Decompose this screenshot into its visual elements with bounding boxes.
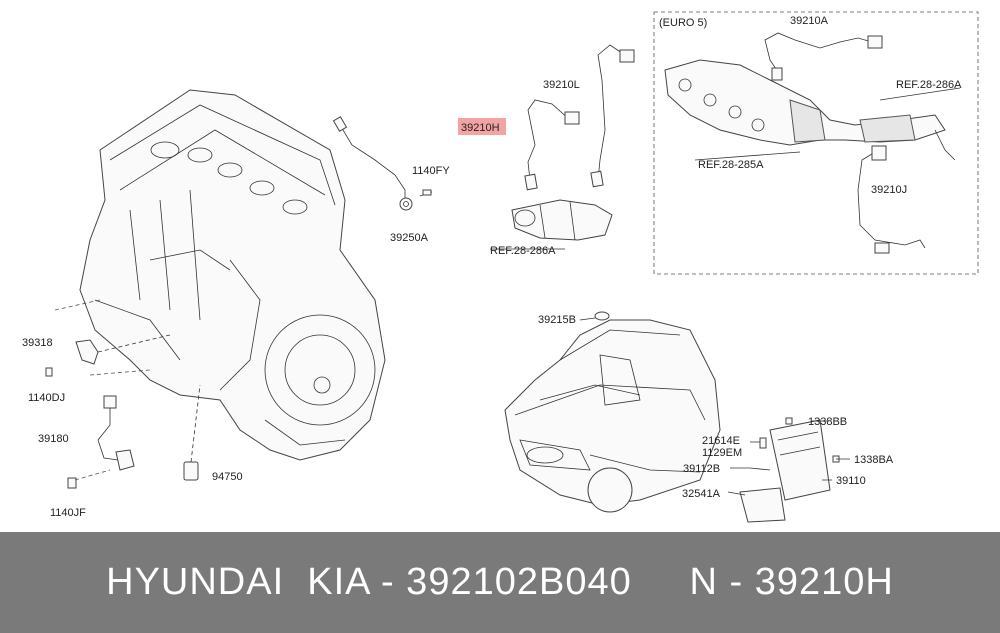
oem-number: N - 39210H bbox=[689, 561, 894, 603]
highlight-39210h bbox=[458, 118, 506, 135]
sensor-39210a bbox=[764, 32, 883, 81]
sensor-39210h bbox=[524, 99, 580, 191]
label-39318: 39318 bbox=[22, 337, 53, 349]
sensor-39210j bbox=[857, 145, 926, 254]
label-39250a: 39250A bbox=[390, 232, 429, 244]
switch-94750 bbox=[183, 384, 201, 481]
catalytic-converter-center bbox=[511, 199, 613, 241]
label-39180: 39180 bbox=[38, 433, 69, 445]
label-1129em: 1129EM bbox=[702, 447, 742, 459]
footer-spacer bbox=[632, 561, 690, 604]
label-1338bb: 1338BB bbox=[808, 416, 847, 428]
label-1140jf: 1140JF bbox=[50, 507, 86, 519]
diagram-svg: (EURO 5) 39210A REF.28-286A REF.28-285A … bbox=[22, 11, 979, 523]
label-39215b: 39215B bbox=[538, 314, 576, 326]
part-number-footer: HYUNDAI KIA - 392102B040 N - 39210H bbox=[0, 532, 1000, 633]
parts-diagram: (EURO 5) 39210A REF.28-286A REF.28-285A … bbox=[22, 11, 979, 523]
label-ref286a-top: REF.28-286A bbox=[896, 79, 962, 91]
car-drawing bbox=[504, 311, 721, 513]
euro5-box bbox=[653, 11, 979, 275]
sensor-39180 bbox=[67, 395, 135, 489]
exhaust-manifold-euro5 bbox=[664, 59, 956, 161]
sensor-39210l bbox=[590, 44, 635, 188]
label-39112b: 39112B bbox=[683, 463, 720, 475]
label-39210a: 39210A bbox=[790, 15, 829, 27]
euro5-title: (EURO 5) bbox=[659, 17, 707, 29]
label-39210j: 39210J bbox=[871, 184, 907, 196]
brand-part-number: HYUNDAI KIA - 392102B040 bbox=[106, 561, 632, 603]
label-94750: 94750 bbox=[212, 471, 243, 483]
label-39210l: 39210L bbox=[543, 79, 580, 91]
knock-sensor-39250a bbox=[332, 116, 433, 211]
sensor-39318 bbox=[45, 334, 171, 377]
label-1140dj: 1140DJ bbox=[28, 392, 65, 404]
label-39210h: 39210H bbox=[461, 122, 500, 134]
label-21614e: 21614E bbox=[702, 435, 740, 447]
engine-block-drawing bbox=[79, 89, 386, 461]
label-39110: 39110 bbox=[836, 475, 866, 487]
label-ref286a-mid: REF.28-286A bbox=[490, 245, 556, 257]
label-1140fy: 1140FY bbox=[412, 165, 450, 177]
label-1338ba: 1338BA bbox=[854, 454, 894, 466]
label-ref285a: REF.28-285A bbox=[698, 159, 764, 171]
label-32541a: 32541A bbox=[682, 488, 721, 500]
ecu-39110 bbox=[739, 417, 840, 523]
